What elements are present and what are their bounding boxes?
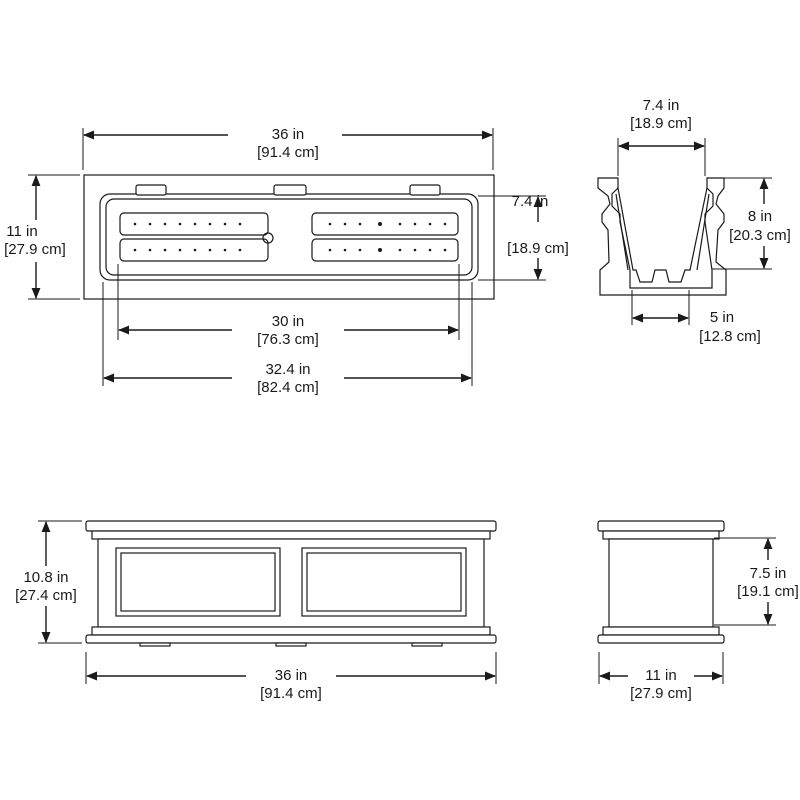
dim-front-height: 10.8 in [27.4 cm] — [15, 520, 82, 644]
top-inner-depth-imperial: 7.4 in — [512, 193, 549, 210]
dim-section-bottom-width: 5 in [12.8 cm] — [631, 290, 761, 345]
top-depth-metric: [27.9 cm] — [4, 241, 66, 258]
side-width-imperial: 11 in — [645, 667, 676, 684]
section-top-width-metric: [18.9 cm] — [630, 115, 692, 132]
dim-top-interior-width: 32.4 in [82.4 cm] — [102, 282, 473, 396]
side-width-metric: [27.9 cm] — [630, 685, 692, 702]
top-view-planter — [83, 174, 495, 300]
side-view-planter — [597, 520, 725, 644]
top-inner-depth-metric: [18.9 cm] — [507, 240, 569, 257]
section-view-planter — [597, 177, 727, 296]
top-width-metric: [91.4 cm] — [257, 144, 319, 161]
section-height-imperial: 8 in — [748, 208, 772, 225]
top-inner-width-imperial: 30 in — [272, 313, 305, 330]
front-view-planter — [85, 520, 497, 647]
dim-front-width: 36 in [91.4 cm] — [85, 652, 497, 702]
dim-top-inner-width: 30 in [76.3 cm] — [117, 264, 460, 348]
section-bottom-width-metric: [12.8 cm] — [699, 328, 761, 345]
section-top-width-imperial: 7.4 in — [643, 97, 680, 114]
dim-side-width: 11 in [27.9 cm] — [598, 652, 724, 702]
front-height-imperial: 10.8 in — [23, 569, 68, 586]
side-height-metric: [19.1 cm] — [737, 583, 799, 600]
top-interior-width-metric: [82.4 cm] — [257, 379, 319, 396]
section-bottom-width-imperial: 5 in — [710, 309, 734, 326]
dim-top-inner-depth: 7.4 in [18.9 cm] — [478, 193, 569, 281]
front-width-imperial: 36 in — [275, 667, 308, 684]
top-interior-width-imperial: 32.4 in — [265, 361, 310, 378]
dim-side-panel-height: 7.5 in [19.1 cm] — [714, 537, 799, 626]
tray-holes — [133, 222, 447, 252]
front-height-metric: [27.4 cm] — [15, 587, 77, 604]
dim-top-overall-width: 36 in [91.4 cm] — [82, 126, 494, 170]
dim-section-top-width: 7.4 in [18.9 cm] — [617, 97, 706, 176]
dim-top-overall-depth: 11 in [27.9 cm] — [4, 174, 80, 300]
dim-section-inner-height: 8 in [20.3 cm] — [712, 177, 791, 270]
top-depth-imperial: 11 in — [6, 223, 37, 240]
front-width-metric: [91.4 cm] — [260, 685, 322, 702]
top-width-imperial: 36 in — [272, 126, 305, 143]
section-height-metric: [20.3 cm] — [729, 227, 791, 244]
side-height-imperial: 7.5 in — [750, 565, 787, 582]
top-inner-width-metric: [76.3 cm] — [257, 331, 319, 348]
